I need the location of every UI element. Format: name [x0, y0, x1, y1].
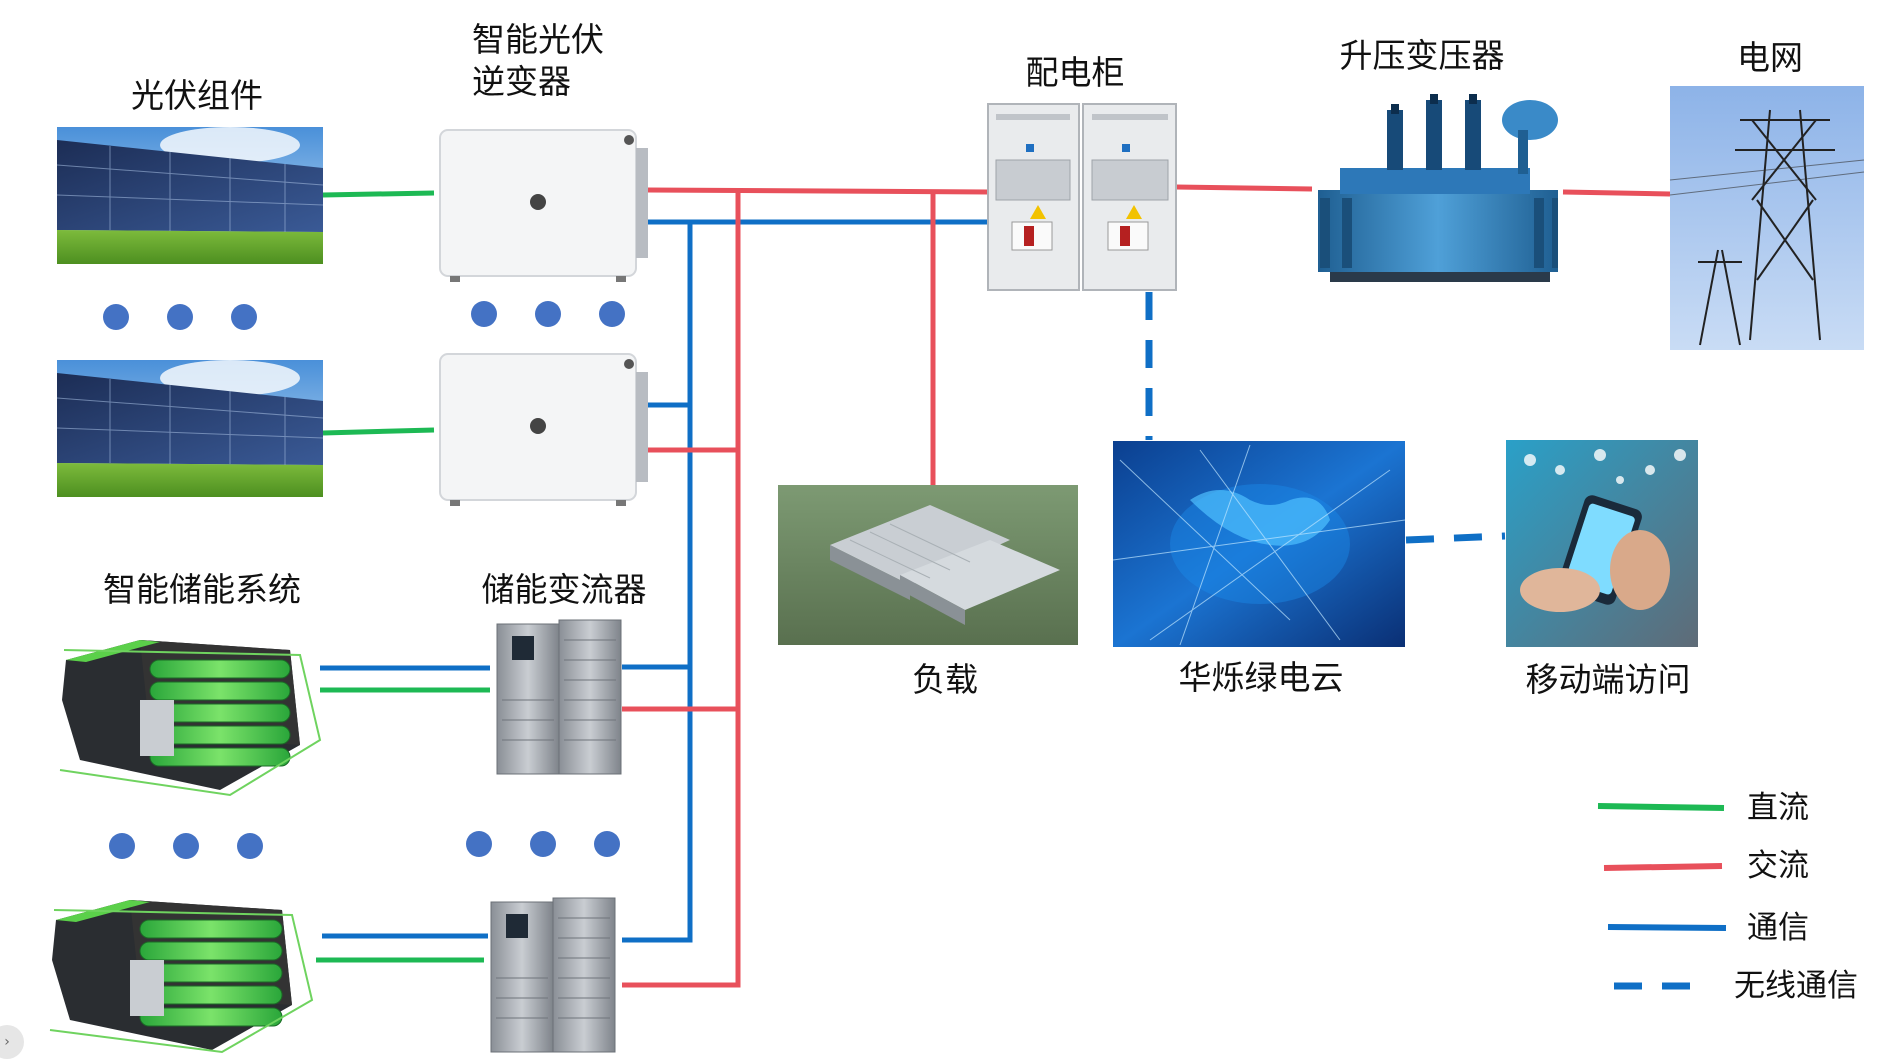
- ellipsis-dot: [237, 833, 263, 859]
- comm-lines: [320, 219, 988, 943]
- distribution-cabinet-image: [987, 103, 1177, 291]
- ellipsis-dot: [530, 831, 556, 857]
- ellipsis-dot: [466, 831, 492, 857]
- legend-swatches: [1597, 803, 1727, 990]
- legend-label-ac: 交流: [1747, 848, 1809, 884]
- ac-line-transformer-grid: [1562, 189, 1671, 197]
- ac-bus: [622, 192, 741, 988]
- storage-converter-image-2: [490, 897, 616, 1053]
- mobile-access-image: [1506, 440, 1698, 647]
- mobile-access-label: 移动端访问: [1525, 660, 1691, 699]
- battery-system-image-2: [49, 900, 314, 1054]
- pv-module-image-2: [56, 360, 324, 497]
- dc-line-pv2-inverter2: [322, 427, 435, 436]
- ellipsis-dot: [471, 301, 497, 327]
- wireless-line-cloud-mobile: [1405, 532, 1506, 544]
- battery-system-image-1: [59, 640, 322, 797]
- ellipsis-dot: [599, 301, 625, 327]
- ellipsis-dot: [109, 833, 135, 859]
- ellipsis-dot: [594, 831, 620, 857]
- pv-inverter-label-line1: 智能光伏: [472, 20, 604, 59]
- wireless-lines: [1145, 292, 1506, 544]
- load-label: 负载: [912, 660, 978, 699]
- distribution-cabinet-label: 配电柜: [1025, 53, 1125, 92]
- storage-system-label: 智能储能系统: [103, 570, 301, 609]
- legend-label-dc: 直流: [1747, 790, 1809, 826]
- legend-label-wireless: 无线通信: [1734, 968, 1858, 1004]
- ellipsis-dot: [173, 833, 199, 859]
- transformer-image: [1318, 94, 1558, 282]
- ac-lines: [622, 184, 1671, 988]
- load-image: [778, 485, 1078, 645]
- pv-module-image-1: [56, 127, 324, 264]
- grid-label: 电网: [1737, 38, 1803, 77]
- storage-converter-label: 储能变流器: [481, 570, 647, 609]
- ac-line-cabinet-transformer: [1175, 184, 1313, 192]
- ellipsis-dot: [535, 301, 561, 327]
- ellipsis-dot: [103, 304, 129, 330]
- pv-inverter-label-line2: 逆变器: [472, 62, 571, 101]
- grid-image: [1669, 86, 1865, 350]
- storage-converter-image-1: [496, 619, 622, 775]
- dc-lines: [316, 190, 490, 963]
- pv-inverter-image-1: [439, 129, 648, 282]
- pv-inverter-image-2: [439, 353, 648, 506]
- ellipsis-dot: [167, 304, 193, 330]
- legend-swatch-dc: [1597, 803, 1725, 811]
- comm-bus: [622, 219, 988, 943]
- ellipsis-dot: [231, 304, 257, 330]
- cloud-platform-image: [1112, 441, 1406, 647]
- cloud-label: 华烁绿电云: [1178, 658, 1344, 697]
- legend-label-comm: 通信: [1747, 910, 1809, 946]
- ac-line-inverter1: [647, 187, 989, 195]
- legend-swatch-ac: [1603, 863, 1723, 871]
- legend-swatch-comm: [1607, 924, 1727, 931]
- step-up-transformer-label: 升压变压器: [1339, 36, 1505, 75]
- pv-modules-label: 光伏组件: [131, 76, 263, 115]
- dc-line-pv1-inverter1: [322, 190, 435, 198]
